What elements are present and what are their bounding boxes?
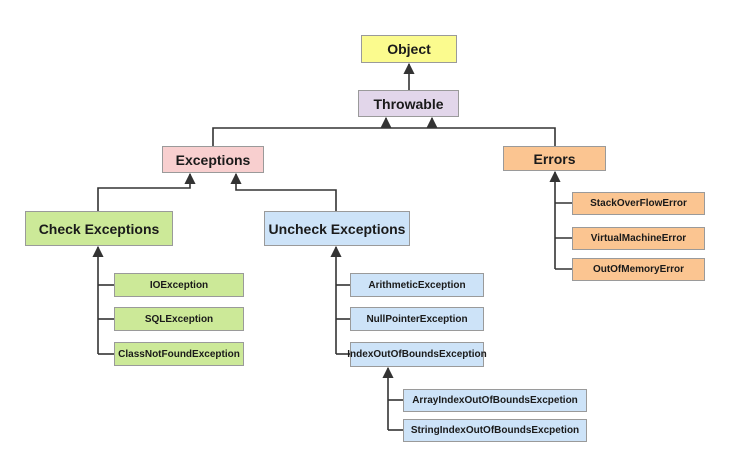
- node-null-pointer-exception: NullPointerException: [350, 307, 484, 331]
- node-array-index-out-of-bounds: ArrayIndexOutOfBoundsExcpetion: [403, 389, 587, 412]
- node-string-index-out-of-bounds: StringIndexOutOfBoundsExcpetion: [403, 419, 587, 442]
- node-stack-overflow-error: StackOverFlowError: [572, 192, 705, 215]
- node-check-exceptions: Check Exceptions: [25, 211, 173, 246]
- connector-uncheck-exceptions: [230, 172, 337, 211]
- node-arithmetic-exception: ArithmeticException: [350, 273, 484, 297]
- node-errors: Errors: [503, 146, 606, 171]
- node-sql-exception: SQLException: [114, 307, 244, 331]
- node-object: Object: [361, 35, 457, 63]
- node-out-of-memory-error: OutOfMemoryError: [572, 258, 705, 281]
- node-exceptions: Exceptions: [162, 146, 264, 173]
- connector-check-exceptions: [97, 172, 196, 211]
- node-index-out-of-bounds-exception: IndexOutOfBoundsException: [347, 342, 487, 367]
- node-throwable: Throwable: [358, 90, 459, 117]
- node-io-exception: IOException: [114, 273, 244, 297]
- node-class-not-found-exception: ClassNotFoundException: [114, 342, 244, 366]
- node-uncheck-exceptions: Uncheck Exceptions: [264, 211, 410, 246]
- node-virtual-machine-error: VirtualMachineError: [572, 227, 705, 250]
- connector-exceptions-errors-bus: [212, 127, 556, 146]
